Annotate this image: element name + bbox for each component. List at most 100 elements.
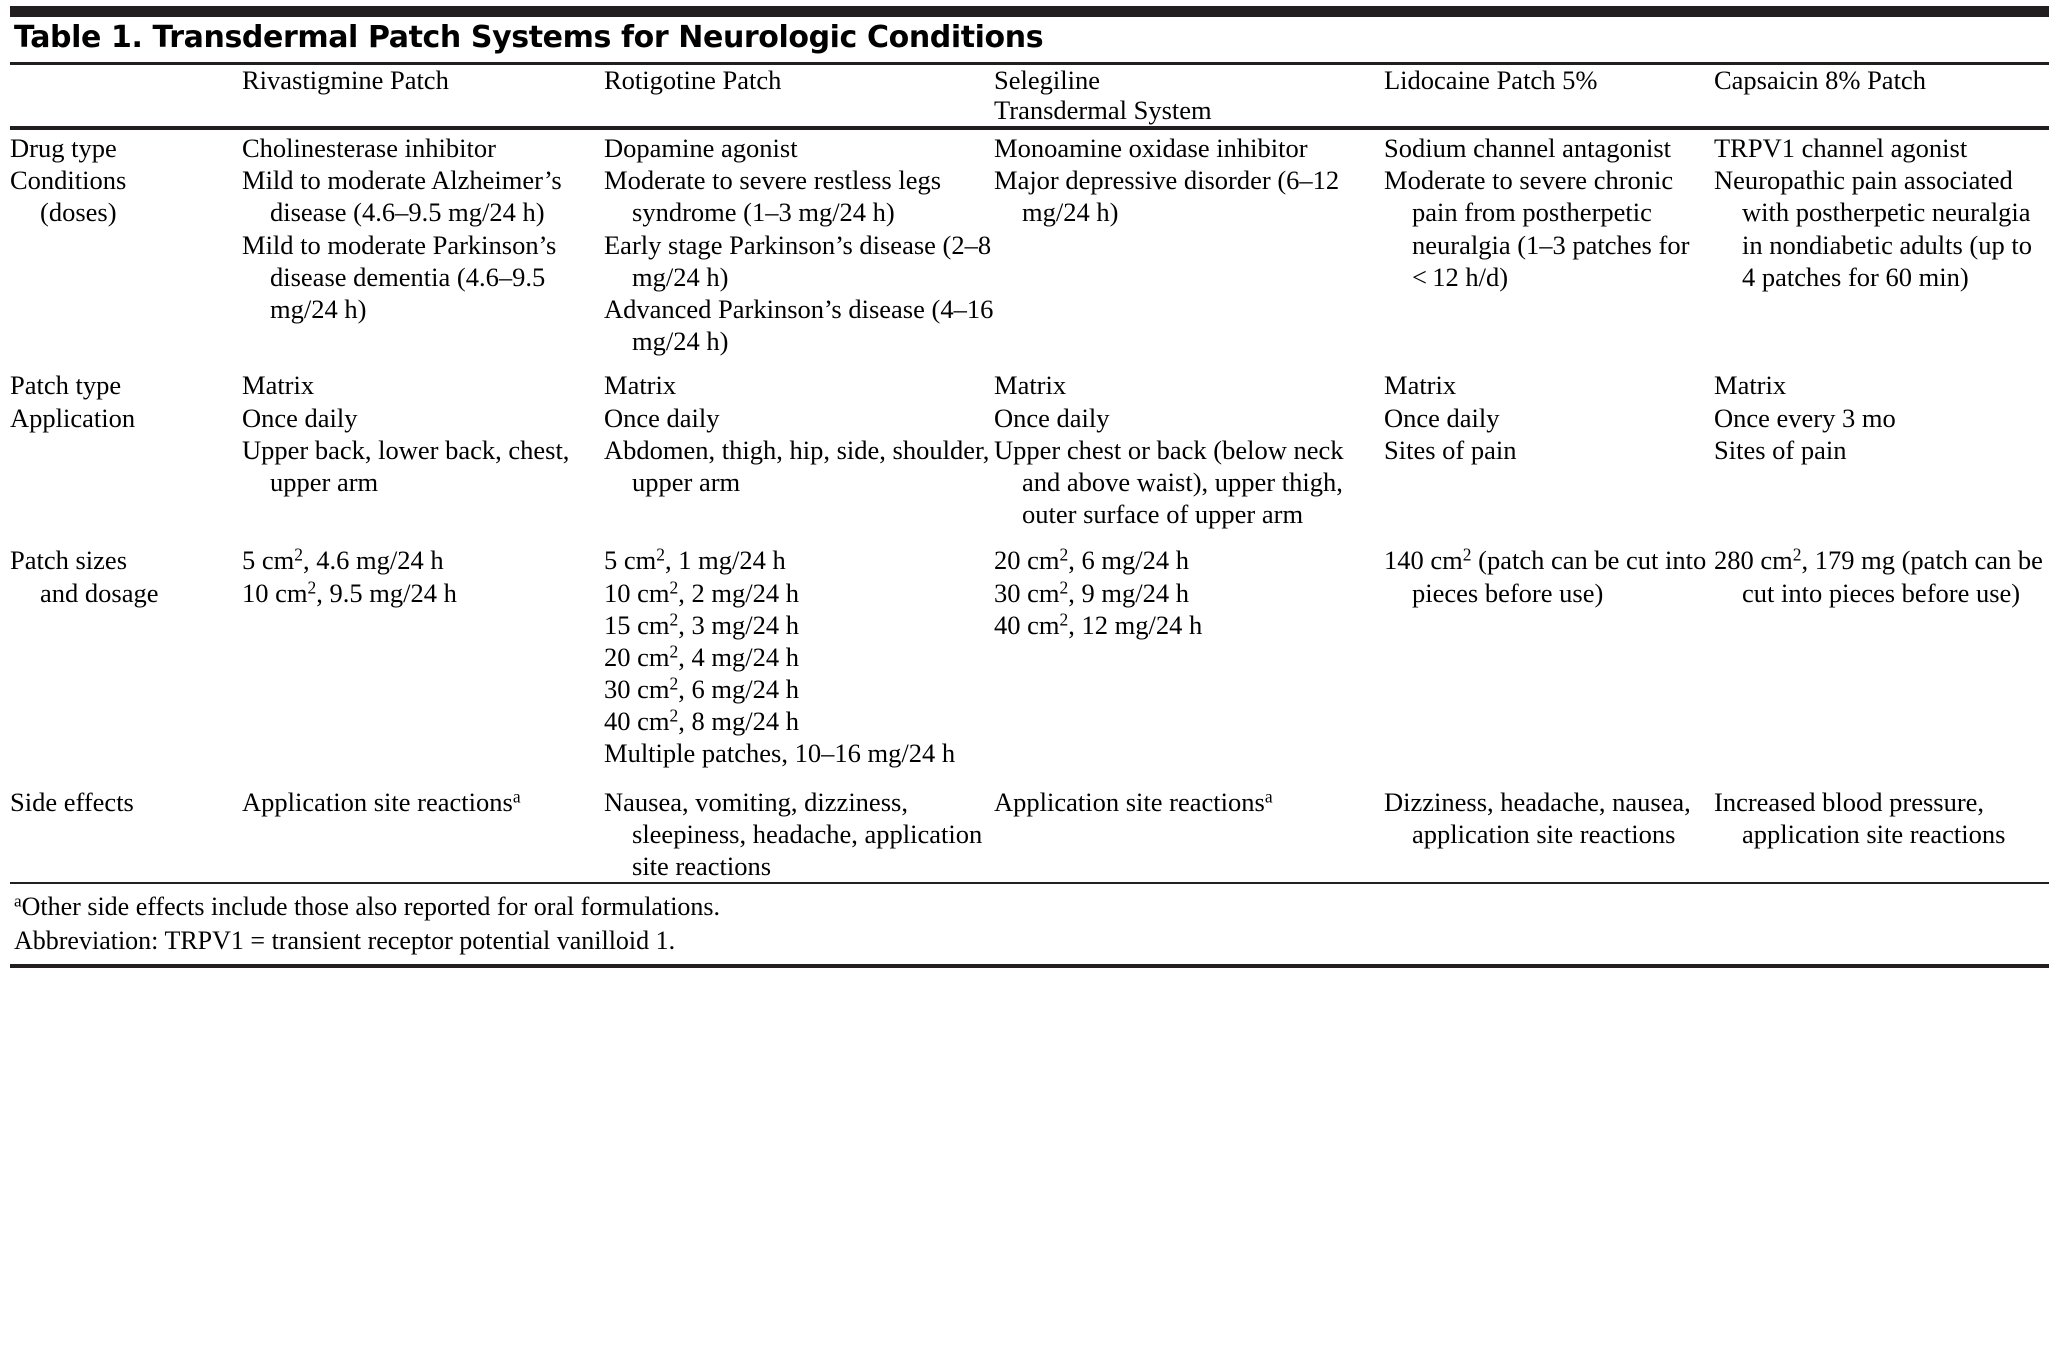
row-label-line: Drug type [10, 133, 117, 164]
table-bottom-rule [10, 963, 2049, 968]
column-header-capsaicin: Capsaicin 8% Patch [1714, 65, 2049, 126]
cell-entry: Matrix [1714, 370, 1787, 401]
cell-entry: Cholinesterase inhibitor [242, 133, 496, 164]
cell-selegiline: Application site reactionsa [994, 786, 1384, 883]
cell-entry: Early stage Parkinson’s disease (2–8 mg/… [604, 229, 992, 292]
cell-lidocaine: Moderate to severe chronic pain from pos… [1384, 164, 1714, 357]
cell-entry: 20 cm2, 6 mg/24 h [994, 544, 1189, 576]
cell-selegiline: Monoamine oxidase inhibitor [994, 132, 1384, 164]
header-rule-row [10, 126, 2049, 131]
cell-entry: 15 cm2, 3 mg/24 h [604, 608, 799, 640]
cell-entry: Once every 3 mo [1714, 402, 1896, 433]
cell-entry: 5 cm2, 4.6 mg/24 h [242, 544, 444, 576]
cell-entry: Matrix [1384, 370, 1457, 401]
cell-entry: 30 cm2, 6 mg/24 h [604, 673, 799, 705]
column-header-rotigotine: Rotigotine Patch [604, 65, 994, 126]
table-header: Rivastigmine Patch Rotigotine Patch Sele… [10, 65, 2049, 126]
cell-entry: Monoamine oxidase inhibitor [994, 133, 1308, 164]
cell-entry: 5 cm2, 1 mg/24 h [604, 544, 786, 576]
cell-entry: Multiple patches, 10–16 mg/24 h [604, 738, 956, 769]
cell-capsaicin: TRPV1 channel agonist [1714, 132, 2049, 164]
cell-rotigotine: Nausea, vomiting, dizziness, sleepiness,… [604, 786, 994, 883]
table-footnotes: aOther side effects include those also r… [10, 884, 2049, 964]
cell-entry: TRPV1 channel agonist [1714, 133, 1968, 164]
cell-entry: Mild to moderate Parkinson’s disease dem… [242, 229, 557, 324]
column-header-selegiline-line1: Selegiline [994, 64, 1100, 95]
title-rule [10, 61, 2049, 65]
row-label-conditions-doses: Conditions(doses) [10, 164, 242, 357]
cell-entry: 20 cm2, 4 mg/24 h [604, 641, 799, 672]
column-header-rotigotine-text: Rotigotine Patch [604, 64, 782, 95]
footnote-marker-a: a [14, 891, 22, 911]
cell-entry: Application site reactionsa [242, 785, 521, 817]
cell-entry: 10 cm2, 2 mg/24 h [604, 576, 799, 608]
cell-entry: 140 cm2 (patch can be cut into pieces be… [1384, 544, 1707, 608]
cell-entry: Mild to moderate Alzheimer’s disease (4.… [242, 165, 562, 228]
header-rule [10, 126, 2049, 131]
cell-entry: 280 cm2, 179 mg (patch can be cut into p… [1714, 544, 2043, 608]
cell-entry: Matrix [242, 370, 315, 401]
row-spacer [10, 770, 2049, 786]
cell-selegiline: Major depressive disorder (6–12 mg/24 h) [994, 164, 1384, 357]
header-row: Rivastigmine Patch Rotigotine Patch Sele… [10, 65, 2049, 126]
cell-entry: Sites of pain [1714, 434, 1847, 465]
cell-entry: Moderate to severe chronic pain from pos… [1384, 165, 1690, 292]
row-label-line: Patch type [10, 370, 122, 401]
cell-lidocaine: 140 cm2 (patch can be cut into pieces be… [1384, 544, 1714, 769]
cell-entry: Once daily [604, 402, 720, 433]
row-label-line: and dosage [40, 577, 159, 608]
column-header-selegiline: Selegiline Transdermal System [994, 65, 1384, 126]
cell-rivastigmine: Matrix [242, 369, 604, 401]
cell-entry: 30 cm2, 9 mg/24 h [994, 576, 1189, 608]
cell-entry: Sodium channel antagonist [1384, 133, 1672, 164]
cell-entry: Dizziness, headache, nausea, application… [1384, 786, 1691, 849]
row-spacer [10, 357, 2049, 369]
table-title: Table 1. Transdermal Patch Systems for N… [14, 20, 1044, 55]
cell-lidocaine: Sodium channel antagonist [1384, 132, 1714, 164]
row-label-side-effects: Side effects [10, 786, 242, 883]
table-container: Table 1. Transdermal Patch Systems for N… [0, 6, 2059, 1345]
cell-entry: Nausea, vomiting, dizziness, sleepiness,… [604, 786, 983, 881]
footnote-a: aOther side effects include those also r… [14, 890, 2049, 924]
cell-capsaicin: Increased blood pressure, application si… [1714, 786, 2049, 883]
cell-capsaicin: 280 cm2, 179 mg (patch can be cut into p… [1714, 544, 2049, 769]
column-header-capsaicin-text: Capsaicin 8% Patch [1714, 64, 1926, 95]
row-label-line: Conditions [10, 165, 127, 196]
cell-lidocaine: Dizziness, headache, nausea, application… [1384, 786, 1714, 883]
cell-entry: Once daily [242, 402, 358, 433]
cell-rotigotine: Matrix [604, 369, 994, 401]
column-header-selegiline-line2: Transdermal System [994, 95, 1212, 126]
cell-entry: Moderate to severe restless legs syndrom… [604, 165, 942, 228]
cell-entry: Major depressive disorder (6–12 mg/24 h) [994, 165, 1340, 228]
cell-rivastigmine: Cholinesterase inhibitor [242, 132, 604, 164]
cell-entry: Abdomen, thigh, hip, side, shoulder, upp… [604, 434, 990, 497]
transdermal-patch-table: Rivastigmine Patch Rotigotine Patch Sele… [10, 65, 2049, 883]
row-label-drug-type: Drug type [10, 132, 242, 164]
cell-entry: Increased blood pressure, application si… [1714, 786, 2006, 849]
cell-rivastigmine: Mild to moderate Alzheimer’s disease (4.… [242, 164, 604, 357]
cell-entry: Advanced Parkinson’s disease (4–16 mg/24… [604, 294, 994, 357]
cell-entry: Sites of pain [1384, 434, 1517, 465]
cell-entry: Upper back, lower back, chest, upper arm [242, 434, 570, 497]
table-row: Conditions(doses)Mild to moderate Alzhei… [10, 164, 2049, 357]
row-label-line: Patch sizes [10, 545, 128, 576]
cell-entry: Neuropathic pain associated with posther… [1714, 165, 2032, 292]
row-label-line: (doses) [40, 197, 117, 228]
cell-entry: 10 cm2, 9.5 mg/24 h [242, 576, 457, 608]
cell-capsaicin: Neuropathic pain associated with posther… [1714, 164, 2049, 357]
column-header-lidocaine: Lidocaine Patch 5% [1384, 65, 1714, 126]
row-label-line: Side effects [10, 786, 134, 817]
row-spacer [10, 530, 2049, 544]
row-label-patch-type: Patch type [10, 369, 242, 401]
